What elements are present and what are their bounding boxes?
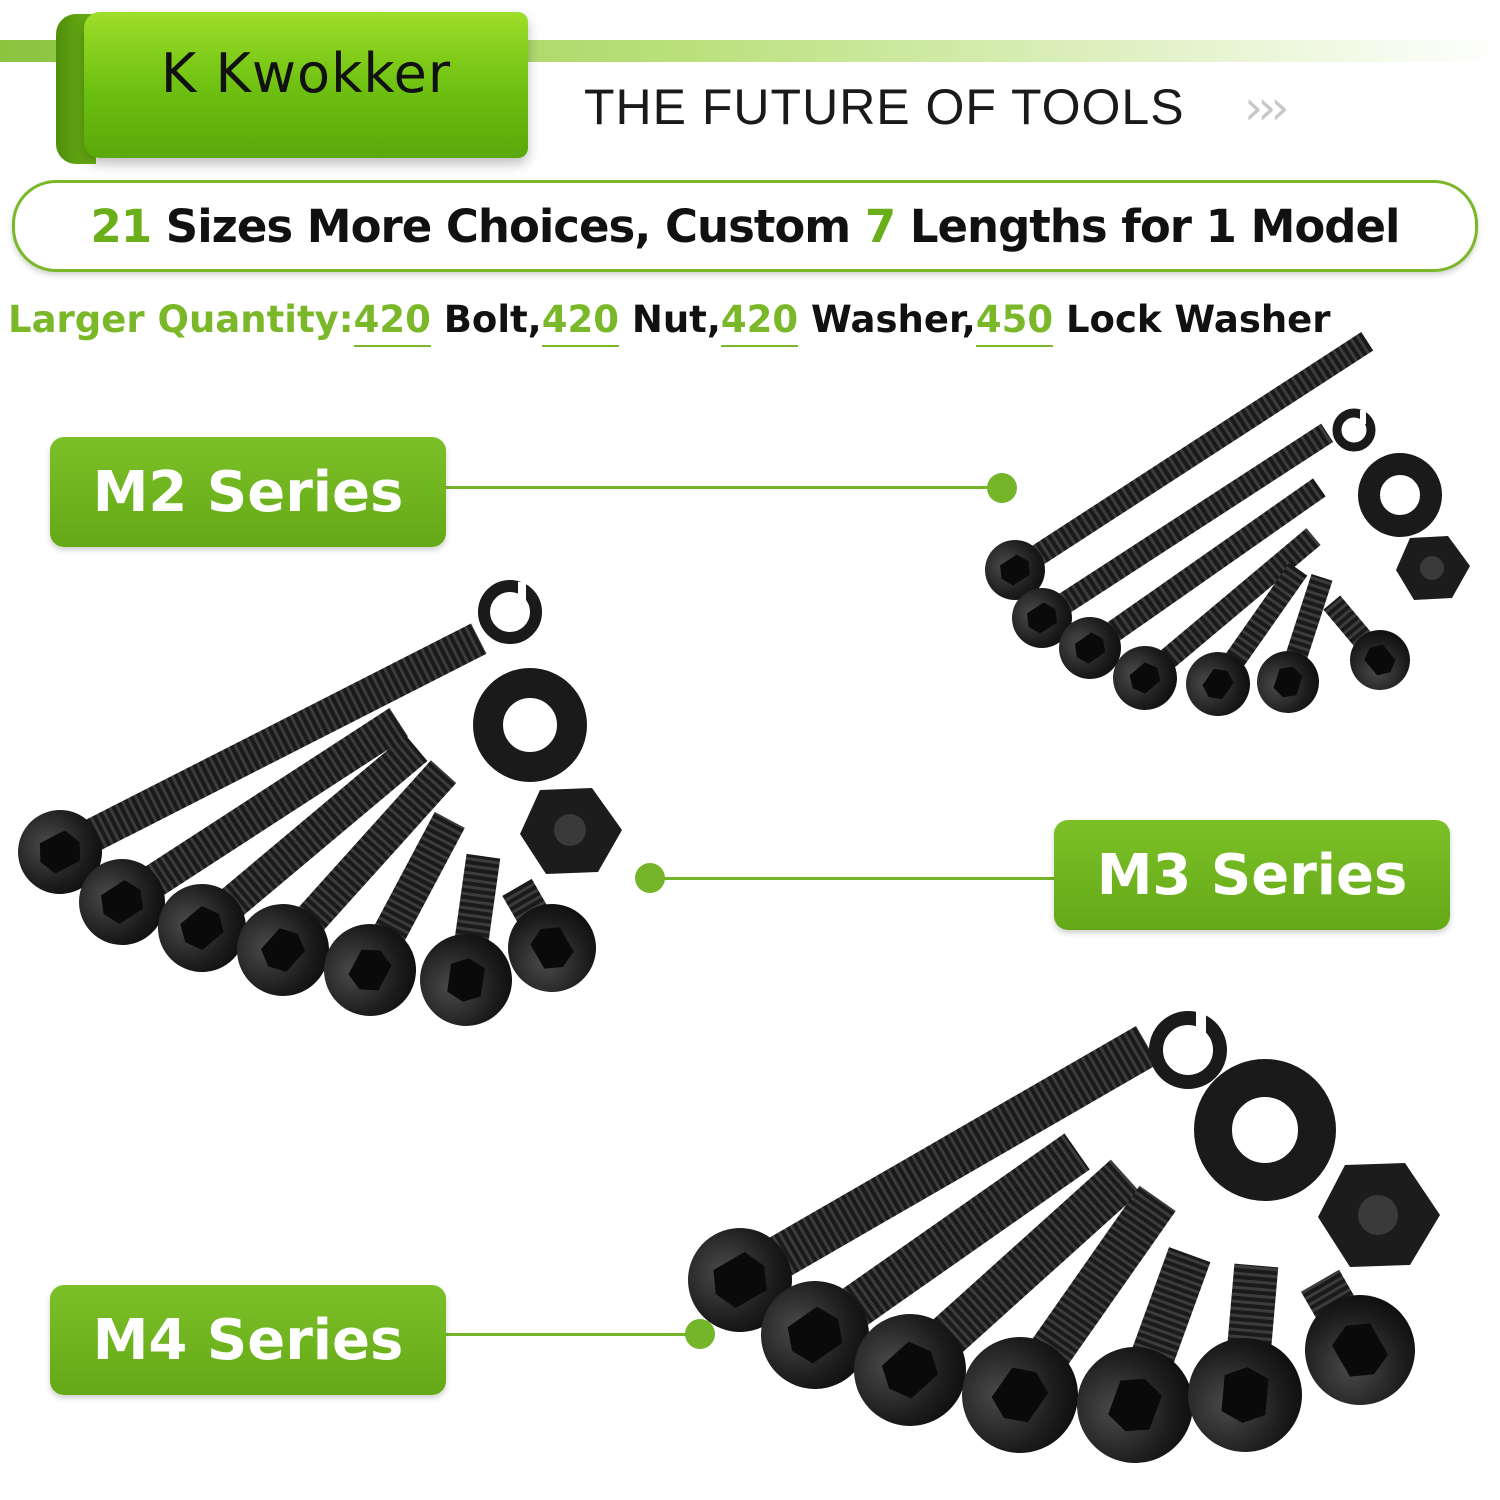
brand-logo-box [84, 12, 528, 158]
m3-bolt [324, 811, 465, 1016]
m4-nut [1318, 1163, 1440, 1267]
quantity-line: Larger Quantity:420 Bolt,420 Nut,420 Was… [8, 298, 1498, 347]
m2-bolt [1186, 563, 1308, 716]
m3-bolt [420, 853, 512, 1026]
lock-washer-count: 450 [975, 298, 1054, 347]
m4-bolt [854, 1159, 1141, 1426]
sizes-count: 21 [90, 199, 153, 253]
m3-bolt [502, 878, 596, 992]
washer-label: Washer, [798, 298, 976, 341]
m3-bolt [17, 623, 487, 894]
m2-washer [1358, 453, 1442, 537]
m3-washer [473, 668, 587, 782]
m2-bolt [1323, 595, 1410, 690]
m4-bolt [1077, 1247, 1211, 1463]
m4-connector [446, 1319, 715, 1349]
quantity-label: Larger Quantity: [8, 298, 354, 341]
bolt-count: 420 [353, 298, 431, 347]
lengths-count: 7 [864, 199, 896, 253]
washer-count: 420 [720, 298, 799, 347]
m3-series-label: M3 Series [1054, 820, 1450, 930]
m2-bolt [1059, 478, 1326, 679]
banner-text-2: Lengths for 1 Model [895, 199, 1401, 253]
m4-lock-washer [1149, 1011, 1227, 1089]
m4-series-label: M4 Series [50, 1285, 446, 1395]
m3-lock-washer [478, 580, 542, 644]
brand-logo-text: K Kwokker [160, 42, 452, 105]
m2-connector [446, 473, 1017, 503]
m3-bolt [79, 708, 409, 945]
lock-washer-label: Lock Washer [1053, 298, 1331, 341]
m2-bolt [1113, 528, 1321, 710]
m2-nut [1396, 536, 1470, 600]
m3-hardware-group [17, 580, 622, 1026]
banner-text-1: Sizes More Choices, Custom [151, 199, 865, 253]
m2-bolt [985, 332, 1374, 600]
m4-bolt [761, 1133, 1090, 1389]
headline-banner: 21 Sizes More Choices, Custom 7 Lengths … [12, 180, 1478, 272]
m2-bolt [1012, 423, 1334, 648]
bolt-label: Bolt, [430, 298, 542, 341]
m4-bolt [1188, 1263, 1302, 1452]
m4-washer [1194, 1059, 1336, 1201]
m3-bolt [158, 734, 428, 972]
m2-lock-washer [1332, 408, 1376, 452]
nut-count: 420 [541, 298, 619, 347]
m3-nut [520, 788, 622, 874]
tagline: THE FUTURE OF TOOLS [584, 79, 1185, 135]
m4-bolt [688, 1025, 1159, 1332]
m4-bolt [962, 1185, 1176, 1453]
m2-series-label: M2 Series [50, 437, 446, 547]
m4-hardware-group [688, 1011, 1440, 1463]
m2-bolt [1257, 573, 1333, 713]
m4-bolt [1300, 1269, 1415, 1405]
chevron-right-icon: ››› [1244, 80, 1290, 136]
m3-connector [635, 863, 1055, 893]
nut-label: Nut, [618, 298, 721, 341]
m3-bolt [237, 760, 457, 996]
m2-hardware-group [985, 332, 1470, 716]
